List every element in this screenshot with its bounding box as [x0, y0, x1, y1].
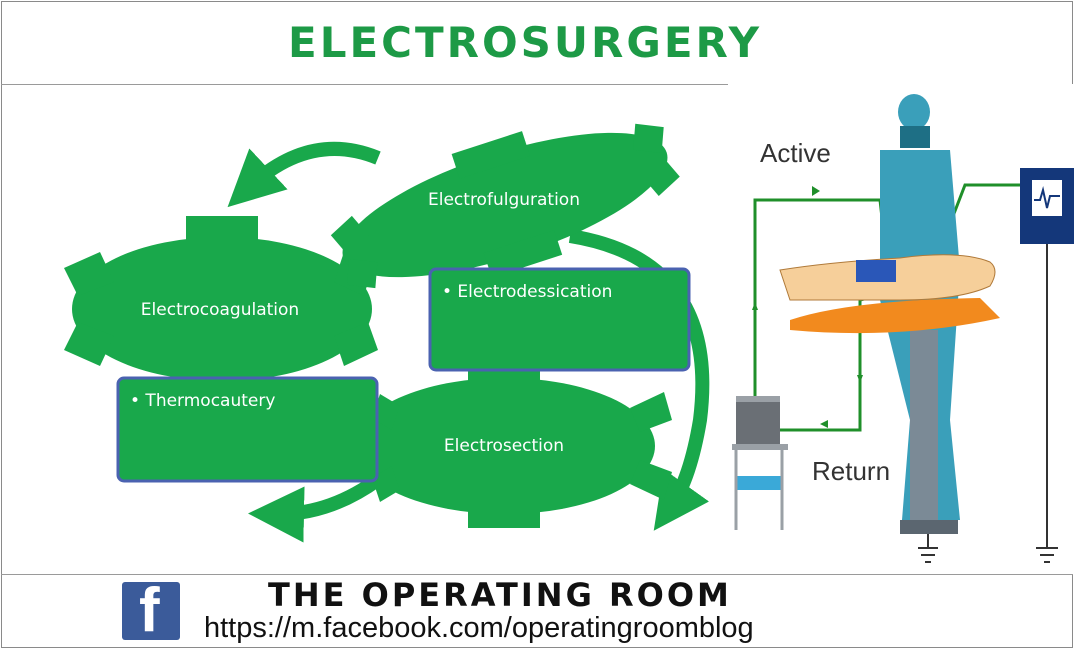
arrow-right: [568, 229, 710, 531]
facebook-icon[interactable]: f: [122, 582, 180, 640]
surgery-illustration: [728, 84, 1074, 574]
label-electrodessication: • Electrodessication: [442, 282, 613, 302]
page-title: ELECTROSURGERY: [288, 18, 762, 67]
footer-url-link[interactable]: https://m.facebook.com/operatingroomblog: [204, 612, 754, 644]
arrow-bottom: [248, 472, 385, 543]
arrow-top: [227, 141, 381, 208]
label-active: Active: [760, 138, 831, 168]
box-thermocautery: [116, 376, 379, 483]
label-thermocautery: • Thermocautery: [130, 391, 276, 411]
label-electrocoagulation: Electrocoagulation: [140, 300, 300, 320]
gear-electrofulguration: [330, 123, 680, 289]
facebook-glyph: f: [139, 582, 160, 640]
label-electrofulguration: Electrofulguration: [428, 190, 580, 210]
box-electrodessication: [428, 267, 691, 372]
header-divider: [1, 84, 1073, 85]
footer-divider: [1, 574, 1073, 575]
footer-brand: THE OPERATING ROOM: [268, 576, 732, 614]
label-electrosection: Electrosection: [443, 436, 565, 456]
label-return: Return: [812, 456, 891, 486]
